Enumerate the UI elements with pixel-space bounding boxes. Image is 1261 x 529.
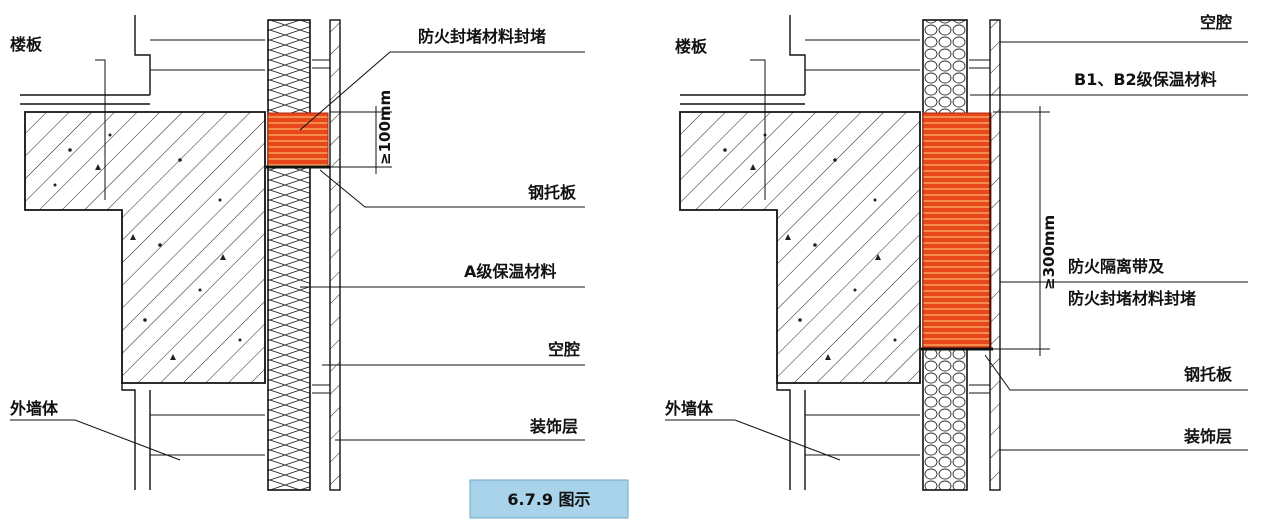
fire-seal-block [267,112,329,168]
left-diagram: ≥100mm 楼板 防火封堵材料封堵 钢托板 A级保温材料 空腔 外墙体 装饰层 [9,15,585,491]
label-fire-barrier-1: 防火隔离带及 [1068,257,1165,276]
label-steel-bracket-right: 钢托板 [1184,365,1233,384]
label-decorative-layer: 装饰层 [529,417,578,436]
decorative-layer [329,19,341,491]
figure-caption: 6.7.9 图示 [507,490,590,509]
right-diagram: ≥300mm 空腔 楼板 B1、B2级保温材料 防火隔离带及 防火封堵材料封堵 … [664,13,1248,491]
floor-finish-lines [20,94,150,105]
lower-wall-outline-right [776,383,791,490]
label-fire-barrier-2: 防火封堵材料封堵 [1068,289,1196,308]
leader-steel-bracket [319,169,585,208]
label-fire-seal: 防火封堵材料封堵 [418,27,546,46]
fire-barrier-band [922,112,992,350]
label-floor-slab-right: 楼板 [675,37,708,56]
concrete-aggregate [53,133,242,360]
figure-caption-box: 6.7.9 图示 [469,479,629,519]
concrete-slab-beam [24,111,266,384]
leader-floor-slab-right [750,59,766,200]
leader-outer-wall-right [665,419,841,461]
lower-wall-lines [150,414,265,456]
leader-floor-slab [95,59,106,200]
upper-wall-outline [134,15,151,95]
anchor-bolts-right [969,59,990,394]
leader-outer-wall [10,419,181,461]
label-decorative-layer-right: 装饰层 [1183,427,1232,446]
label-steel-bracket: 钢托板 [528,183,577,202]
lower-wall-lines-right [805,414,920,456]
label-outer-wall: 外墙体 [9,399,59,418]
anchor-bolts [312,59,330,394]
label-a-grade-insulation: A级保温材料 [464,262,556,281]
label-cavity: 空腔 [548,340,580,359]
lower-wall-outline [121,383,136,490]
upper-wall-outline-right [789,15,806,95]
label-floor-slab: 楼板 [10,35,43,54]
concrete-slab-beam-right [679,111,921,384]
upper-wall-lines-right [805,39,920,71]
dimension-lines-300 [993,106,1050,356]
label-b-grade-insulation: B1、B2级保温材料 [1074,70,1217,89]
label-outer-wall-right: 外墙体 [664,399,714,418]
upper-wall-lines [150,39,265,71]
dimension-100mm: ≥100mm [376,90,394,165]
dimension-lines-100 [330,106,392,174]
a-grade-insulation-layer [267,19,311,491]
dimension-300mm: ≥300mm [1040,215,1058,290]
leader-fire-seal [299,51,585,131]
label-cavity-right: 空腔 [1200,13,1232,32]
decorative-layer-right [989,19,1001,491]
leader-steel-bracket-right [984,354,1248,391]
concrete-aggregate-right [723,133,897,360]
floor-finish-lines-right [680,94,805,105]
